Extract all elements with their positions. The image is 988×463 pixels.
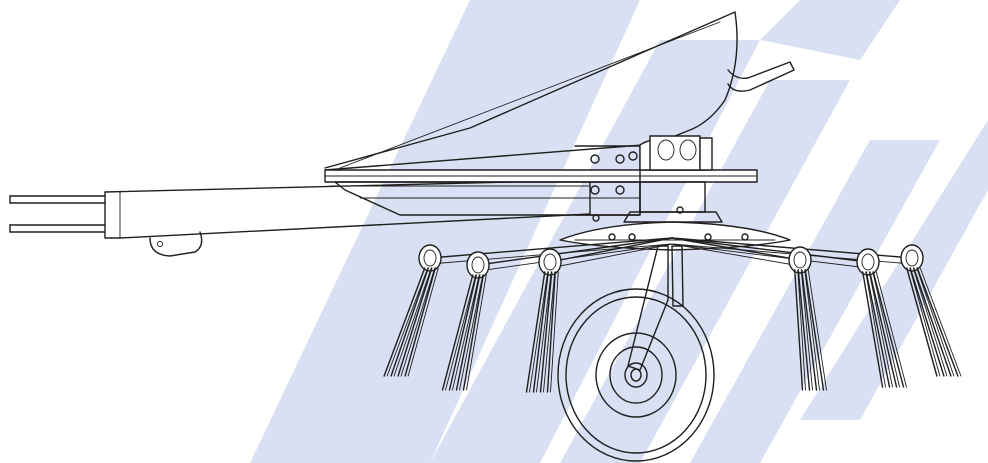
spring-tine [794,269,804,391]
spring-tine-edge [550,271,559,393]
spring-tine-edge [912,267,948,377]
spring-tine [804,269,825,391]
support-wheel [557,245,715,462]
tine-group [383,244,442,377]
spring-tine [448,274,477,391]
spring-tine [916,267,959,377]
spring-tine [865,271,891,388]
tine-coil-inner [423,249,437,267]
upper-frame-beam [324,145,758,216]
tine-group [788,246,827,391]
spring-tine-edge [865,271,886,388]
tine-coil-inner [861,253,875,271]
spring-tine-edge [916,267,955,377]
spring-tine [397,267,433,377]
tine-coil-inner [793,251,807,269]
spring-tine [390,267,429,377]
spring-tine-edge [868,271,893,388]
tine-arm-edge [549,243,673,269]
spring-tine [801,269,818,391]
tine-coil [900,244,924,272]
spring-tine-edge [407,267,439,377]
spring-tine-edge [797,269,806,391]
spring-tine-edge [543,271,556,393]
tine-coil [418,244,442,272]
tine-group [525,248,562,393]
spring-tine-edge [872,271,900,388]
guard-shield [324,11,795,171]
tine-arm [549,237,673,263]
spring-tine [532,271,549,393]
spring-tine [913,267,952,377]
spring-tine [404,267,436,377]
spring-tine [906,267,938,377]
tine-coil [538,248,562,276]
spring-tine-edge [386,267,429,377]
spring-tine [546,271,556,393]
spring-tine [462,274,484,391]
spring-tine [872,271,905,388]
tine-arm-edge [671,243,869,269]
spring-tine-edge [393,267,432,377]
gearbox [623,135,723,223]
tine-groups [383,244,962,393]
tine-group [856,248,907,388]
spring-tine-edge [400,267,436,377]
tine-group [441,251,490,391]
tine-coil [856,248,880,276]
spring-tine-edge [909,267,941,377]
spring-tine [441,274,474,391]
tine-group [900,244,962,377]
spring-tine [797,269,811,391]
tine-coil-inner [543,253,557,271]
spring-tine-edge [529,271,549,393]
tine-arm [477,237,673,266]
watermark-stripe-5 [800,120,988,420]
spring-tine-edge [875,271,907,388]
spring-tine-edge [807,269,827,391]
spring-tine-edge [452,274,480,391]
watermark-stripe-6 [760,0,900,60]
tine-coil [788,246,812,274]
tine-coil-inner [471,256,485,274]
spring-tine-edge [919,267,962,377]
spring-tine-edge [459,274,484,391]
watermark-stripe-4 [690,140,940,463]
tine-arm-edge [671,243,801,267]
tine-coil [466,251,490,279]
spring-tine [869,271,898,388]
spring-tine-edge [536,271,552,393]
spring-tine [455,274,481,391]
spring-tine-edge [466,274,487,391]
spring-tine [539,271,553,393]
watermark-stripe-1 [250,0,640,463]
spring-tine [383,267,426,377]
spring-tine-edge [804,269,820,391]
tine-coil-inner [905,249,919,267]
spring-tine [909,267,945,377]
spring-tine [525,271,546,393]
spring-tine [862,271,884,388]
watermark [250,0,988,463]
spring-tine-edge [800,269,813,391]
spring-tine-edge [445,274,477,391]
